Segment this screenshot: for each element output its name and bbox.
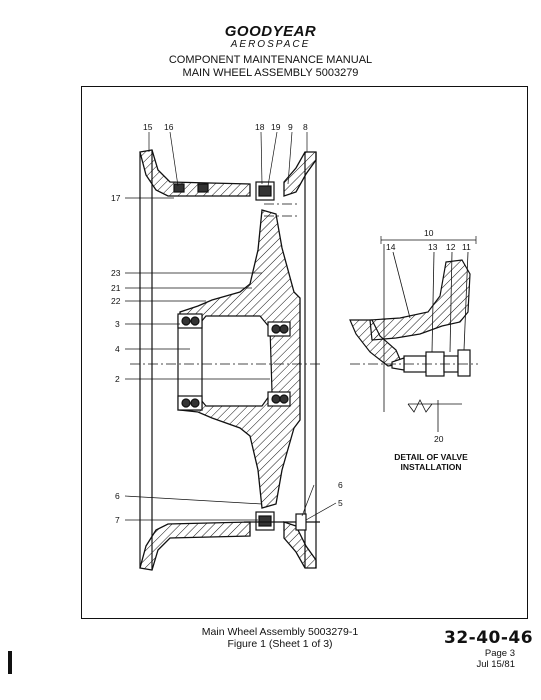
callout-6-right: 6 bbox=[338, 480, 343, 490]
figure-frame bbox=[81, 86, 528, 619]
caption-line-2: Figure 1 (Sheet 1 of 3) bbox=[227, 638, 333, 650]
manual-title: COMPONENT MAINTENANCE MANUAL bbox=[168, 54, 373, 66]
page-number: Page 3 bbox=[484, 648, 515, 659]
valve-detail-view: 10 14 13 12 11 20 DETAI bbox=[349, 228, 478, 472]
brand-logo-subtitle: AEROSPACE bbox=[230, 39, 311, 50]
callout-15: 15 bbox=[143, 122, 153, 132]
detail-title-line1: DETAIL OF VALVE bbox=[394, 452, 468, 462]
callout-17: 17 bbox=[111, 193, 121, 203]
callout-4: 4 bbox=[115, 344, 120, 354]
callout-7: 7 bbox=[115, 515, 120, 525]
callout-19: 19 bbox=[271, 122, 281, 132]
manual-subtitle: MAIN WHEEL ASSEMBLY 5003279 bbox=[182, 67, 359, 79]
callout-10: 10 bbox=[424, 228, 434, 238]
centre-lines bbox=[130, 203, 320, 365]
callout-2: 2 bbox=[115, 374, 120, 384]
callout-22: 22 bbox=[111, 296, 121, 306]
revision-change-bar bbox=[8, 651, 12, 674]
callout-11: 11 bbox=[462, 242, 471, 252]
page-header: GOODYEAR AEROSPACE COMPONENT MAINTENANCE… bbox=[0, 24, 541, 80]
revision-date: Jul 15/81 bbox=[476, 659, 515, 670]
figure-caption: Main Wheel Assembly 5003279-1 Figure 1 (… bbox=[190, 626, 370, 650]
caption-line-1: Main Wheel Assembly 5003279-1 bbox=[201, 626, 359, 638]
callout-5: 5 bbox=[338, 498, 343, 508]
callout-14: 14 bbox=[386, 242, 396, 252]
callout-18: 18 bbox=[255, 122, 265, 132]
callout-20: 20 bbox=[434, 434, 444, 444]
callout-12: 12 bbox=[446, 242, 456, 252]
callout-labels: 15 16 18 19 9 8 17 23 21 22 3 4 2 6 7 6 … bbox=[111, 122, 343, 525]
rim-outlines bbox=[139, 150, 317, 570]
brand-logo: GOODYEAR bbox=[224, 23, 317, 40]
tie-bolt-assemblies bbox=[173, 181, 320, 531]
page-info: Page 3 Jul 15/81 bbox=[455, 648, 515, 670]
bearing-cones bbox=[177, 313, 291, 411]
callout-13: 13 bbox=[428, 242, 438, 252]
callout-21: 21 bbox=[111, 283, 121, 293]
leader-lines bbox=[124, 131, 337, 521]
callout-3: 3 bbox=[115, 319, 120, 329]
document-number: 32-40-46 bbox=[444, 628, 534, 648]
callout-16: 16 bbox=[164, 122, 174, 132]
callout-9: 9 bbox=[288, 122, 293, 132]
callout-23: 23 bbox=[111, 268, 121, 278]
detail-title-line2: INSTALLATION bbox=[400, 462, 461, 472]
callout-6-left: 6 bbox=[115, 491, 120, 501]
callout-8: 8 bbox=[303, 122, 308, 132]
